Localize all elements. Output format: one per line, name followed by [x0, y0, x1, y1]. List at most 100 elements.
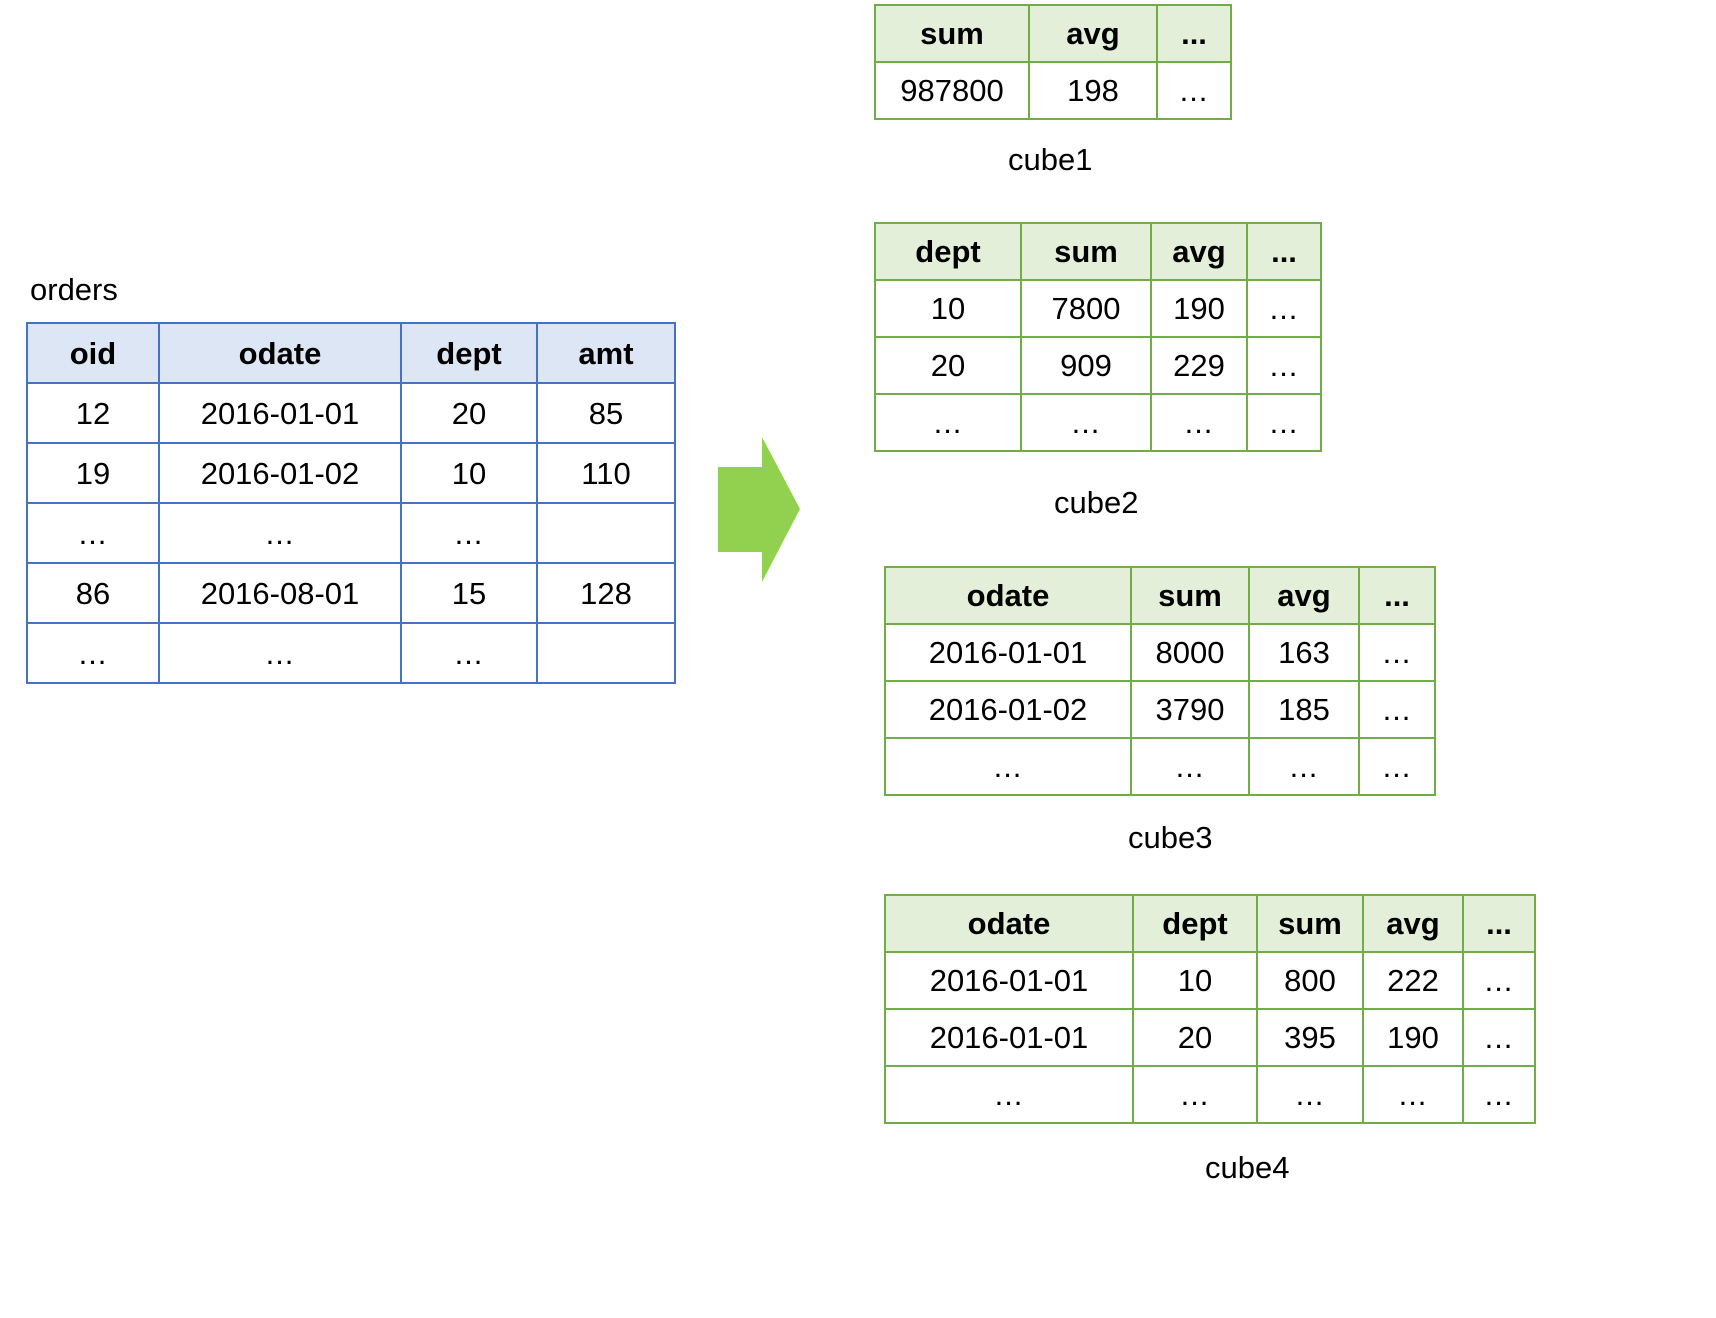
cell-oid: ... [26, 502, 160, 564]
table-row: 2016-01-01 20 395 190 ... [884, 1008, 1536, 1067]
cell-avg: 190 [1362, 1008, 1464, 1067]
table-header-row: sum avg ... [874, 4, 1232, 63]
cell-avg: ... [1248, 737, 1360, 796]
table-row-ellipsis: ... ... ... ... [874, 393, 1322, 452]
column-header-avg: avg [1362, 894, 1464, 953]
column-header-sum: sum [1256, 894, 1364, 953]
cell-odate: ... [884, 737, 1132, 796]
cell-amt: 110 [536, 442, 676, 504]
column-header-amt: amt [536, 322, 676, 384]
column-header-odate: odate [884, 894, 1134, 953]
cell-avg: ... [1362, 1065, 1464, 1124]
column-header-avg: avg [1028, 4, 1158, 63]
cell-sum: 909 [1020, 336, 1152, 395]
table-row: 19 2016-01-02 10 110 [26, 442, 676, 504]
cell-more: ... [1358, 737, 1436, 796]
table-row: 86 2016-08-01 15 128 [26, 562, 676, 624]
cell-sum: ... [1256, 1065, 1364, 1124]
cell-oid: ... [26, 622, 160, 684]
orders-table-title: orders [30, 272, 118, 307]
cell-more: ... [1246, 393, 1322, 452]
cell-odate: 2016-01-02 [158, 442, 402, 504]
table-row: 987800 198 ... [874, 61, 1232, 120]
cell-sum: ... [1130, 737, 1250, 796]
column-header-sum: sum [1020, 222, 1152, 281]
column-header-odate: odate [158, 322, 402, 384]
cube2-table: dept sum avg ... 10 7800 190 ... 20 909 … [874, 222, 1322, 452]
cell-dept: ... [400, 502, 538, 564]
cell-avg: 190 [1150, 279, 1248, 338]
cube1-table: sum avg ... 987800 198 ... [874, 4, 1232, 120]
table-row: 20 909 229 ... [874, 336, 1322, 395]
cell-sum: ... [1020, 393, 1152, 452]
cell-more: ... [1156, 61, 1232, 120]
cell-odate: 2016-08-01 [158, 562, 402, 624]
cell-odate: 2016-01-01 [884, 1008, 1134, 1067]
cell-dept: 20 [1132, 1008, 1258, 1067]
cell-avg: 185 [1248, 680, 1360, 739]
cell-amt [536, 622, 676, 684]
cell-avg: 222 [1362, 951, 1464, 1010]
cell-dept: 10 [1132, 951, 1258, 1010]
cell-avg: ... [1150, 393, 1248, 452]
cell-oid: 12 [26, 382, 160, 444]
column-header-sum: sum [1130, 566, 1250, 625]
cell-dept: 10 [874, 279, 1022, 338]
table-row: 2016-01-01 10 800 222 ... [884, 951, 1536, 1010]
cell-odate: ... [884, 1065, 1134, 1124]
cell-odate: ... [158, 502, 402, 564]
cube2-caption: cube2 [1054, 485, 1139, 520]
table-header-row: oid odate dept amt [26, 322, 676, 384]
table-row-ellipsis: ... ... ... ... ... [884, 1065, 1536, 1124]
cell-more: ... [1358, 680, 1436, 739]
cell-sum: 3790 [1130, 680, 1250, 739]
cell-odate: ... [158, 622, 402, 684]
orders-table: oid odate dept amt 12 2016-01-01 20 85 1… [26, 322, 676, 684]
cell-dept: 20 [874, 336, 1022, 395]
column-header-sum: sum [874, 4, 1030, 63]
column-header-avg: avg [1150, 222, 1248, 281]
table-row: 10 7800 190 ... [874, 279, 1322, 338]
cell-odate: 2016-01-01 [884, 623, 1132, 682]
cell-sum: 395 [1256, 1008, 1364, 1067]
cell-more: ... [1462, 1008, 1536, 1067]
cell-more: ... [1246, 336, 1322, 395]
cell-oid: 86 [26, 562, 160, 624]
cell-odate: 2016-01-02 [884, 680, 1132, 739]
cell-avg: 229 [1150, 336, 1248, 395]
cell-dept: 20 [400, 382, 538, 444]
table-header-row: odate dept sum avg ... [884, 894, 1536, 953]
table-header-row: dept sum avg ... [874, 222, 1322, 281]
cell-dept: ... [1132, 1065, 1258, 1124]
cell-sum: 7800 [1020, 279, 1152, 338]
column-header-dept: dept [400, 322, 538, 384]
cell-amt: 85 [536, 382, 676, 444]
right-arrow-icon [718, 437, 800, 582]
cell-avg: 198 [1028, 61, 1158, 120]
column-header-more: ... [1358, 566, 1436, 625]
cell-amt: 128 [536, 562, 676, 624]
table-row: 2016-01-01 8000 163 ... [884, 623, 1436, 682]
cell-dept: 15 [400, 562, 538, 624]
table-header-row: odate sum avg ... [884, 566, 1436, 625]
table-row: 12 2016-01-01 20 85 [26, 382, 676, 444]
column-header-avg: avg [1248, 566, 1360, 625]
cell-more: ... [1462, 951, 1536, 1010]
column-header-more: ... [1246, 222, 1322, 281]
column-header-dept: dept [874, 222, 1022, 281]
cube4-table: odate dept sum avg ... 2016-01-01 10 800… [884, 894, 1536, 1124]
cube3-caption: cube3 [1128, 820, 1213, 855]
cube1-caption: cube1 [1008, 142, 1093, 177]
column-header-odate: odate [884, 566, 1132, 625]
column-header-more: ... [1462, 894, 1536, 953]
table-row-ellipsis: ... ... ... ... [884, 737, 1436, 796]
cell-dept: ... [400, 622, 538, 684]
table-row-ellipsis: ... ... ... [26, 502, 676, 564]
cell-dept: ... [874, 393, 1022, 452]
cube3-table: odate sum avg ... 2016-01-01 8000 163 ..… [884, 566, 1436, 796]
cell-more: ... [1246, 279, 1322, 338]
cell-odate: 2016-01-01 [158, 382, 402, 444]
cube4-caption: cube4 [1205, 1150, 1290, 1185]
column-header-more: ... [1156, 4, 1232, 63]
cell-dept: 10 [400, 442, 538, 504]
